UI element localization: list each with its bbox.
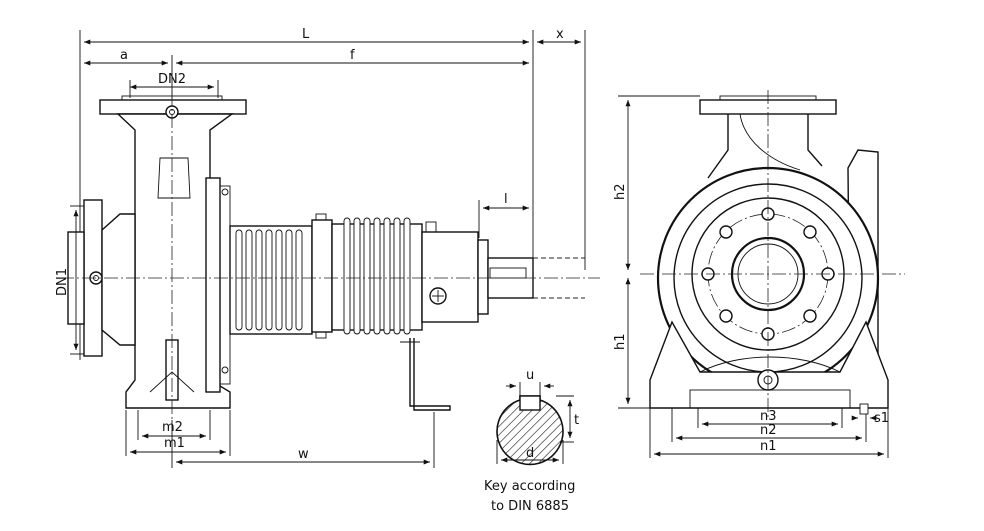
dim-label-s1: s1 (874, 411, 889, 426)
dim-label-f: f (350, 48, 355, 63)
dim-label-a: a (120, 48, 128, 63)
dim-label-h2: h2 (613, 183, 628, 200)
dim-label-t: t (574, 413, 579, 428)
dim-label-m1: m1 (164, 436, 185, 451)
dim-label-m2: m2 (162, 420, 183, 435)
key-note-line1: Key according (484, 479, 575, 494)
dim-label-w: w (298, 447, 309, 462)
dim-label-u: u (526, 368, 534, 383)
shaft-key-section: u t d Key according to DIN 6885 (484, 368, 579, 514)
dim-label-n1: n1 (760, 439, 777, 454)
flange-bolt-holes (701, 207, 835, 341)
dim-label-L: L (302, 27, 310, 42)
cooling-fins-left (235, 229, 303, 331)
dim-label-dn1: DN1 (55, 268, 70, 296)
side-view: L x a f DN2 (55, 27, 600, 468)
shaft: l (60, 70, 600, 420)
dim-label-l: l (504, 192, 508, 207)
cooling-fins-right (343, 217, 411, 335)
bearing-bracket (229, 213, 489, 411)
dim-label-n2: n2 (760, 423, 777, 438)
bottom-dimension-lines: m2 m1 w (125, 410, 435, 468)
dn1-dimension: DN1 (55, 205, 84, 355)
dim-label-x: x (556, 27, 564, 42)
pump-casing (67, 95, 247, 409)
dim-label-h1: h1 (613, 333, 628, 350)
dim-label-n3: n3 (760, 409, 777, 424)
dim-label-d: d (526, 446, 534, 461)
front-view: h2 h1 n3 n2 n1 s1 (613, 90, 905, 458)
key-note-line2: to DIN 6885 (491, 499, 569, 514)
